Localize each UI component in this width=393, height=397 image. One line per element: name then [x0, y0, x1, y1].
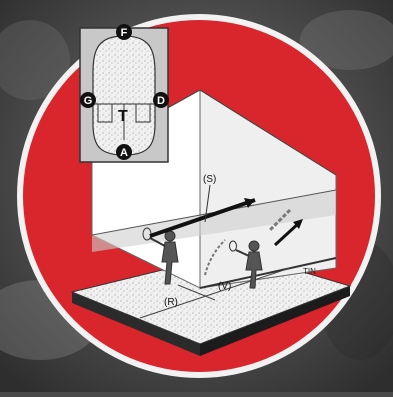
label-s: (S)	[203, 174, 216, 185]
label-v: (V)	[218, 281, 231, 292]
marker-d: D	[157, 95, 165, 107]
inset-diagram: T F G D A	[80, 24, 169, 162]
inset-t-label: T	[118, 108, 128, 125]
marker-a: A	[120, 147, 128, 159]
marker-f: F	[121, 27, 128, 39]
label-r: (R)	[164, 297, 178, 308]
marker-g: G	[84, 95, 93, 107]
label-tin: TIN	[303, 267, 316, 276]
